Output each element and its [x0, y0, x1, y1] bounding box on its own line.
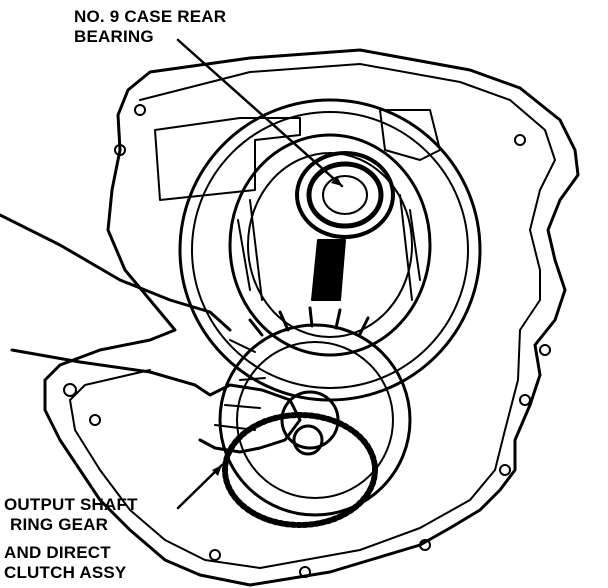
case-flange	[69, 63, 556, 569]
assembly-label-line2: RING GEAR	[10, 515, 109, 534]
leader-arrow-ring-gear	[212, 465, 222, 476]
output-hub-bore	[292, 424, 324, 456]
hand-outline	[0, 213, 302, 454]
case-pocket	[154, 117, 301, 201]
assembly-label-line3: AND DIRECT	[4, 543, 111, 562]
ring-gear	[218, 323, 412, 517]
rear-bearing	[295, 151, 395, 239]
rear-bearing-bore	[322, 175, 368, 215]
assembly-label-line4: CLUTCH ASSY	[4, 563, 127, 582]
output-shaft	[311, 239, 346, 301]
clutch-drum	[228, 133, 432, 357]
assembly-label-line1: OUTPUT SHAFT	[4, 495, 138, 514]
ring-gear-teeth	[222, 412, 378, 528]
ring-gear-lugs	[248, 306, 370, 337]
case-bore-inner	[191, 111, 469, 389]
leader-line-bearing	[176, 38, 344, 188]
output-hub	[280, 390, 340, 450]
leader-arrow-bearing	[331, 176, 342, 186]
rear-bearing-race	[306, 161, 384, 229]
case-pocket-right	[379, 109, 441, 161]
ring-gear-inner	[236, 341, 394, 499]
bearing-label-line1: NO. 9 CASE REAR	[74, 7, 227, 26]
bearing-label-line2: BEARING	[74, 27, 154, 46]
